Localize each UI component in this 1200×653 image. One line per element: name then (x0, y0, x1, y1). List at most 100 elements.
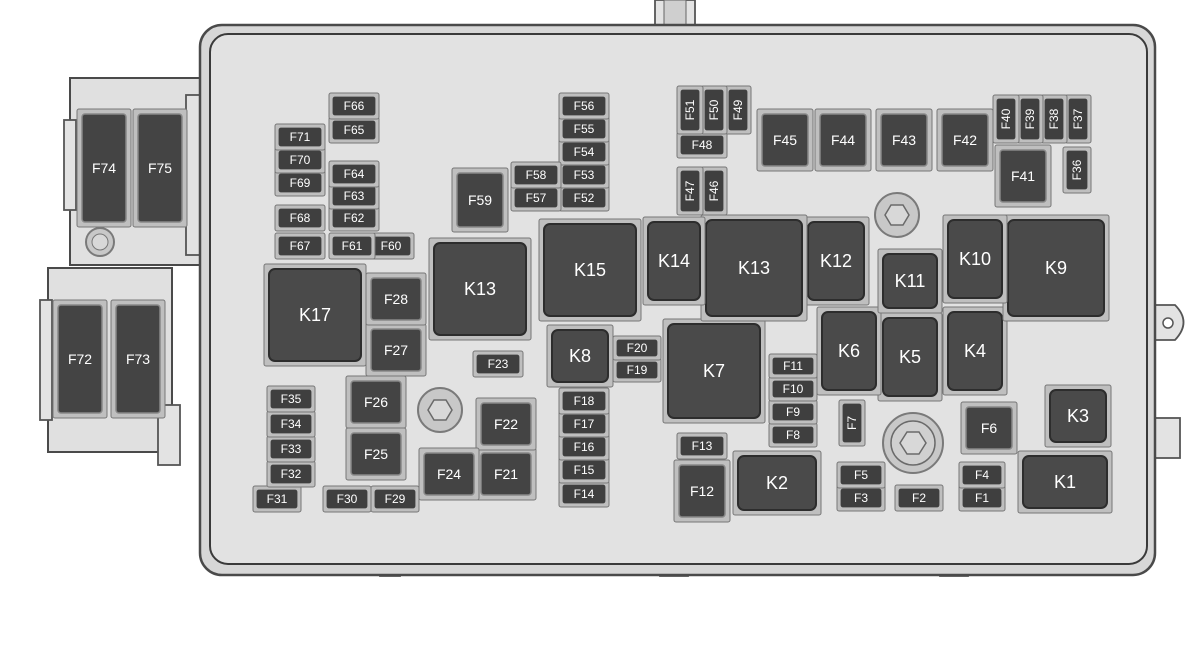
component-label: K4 (964, 341, 986, 361)
relay-k13: K13 (700, 214, 808, 322)
component-body (561, 95, 607, 117)
fuse-f62: F62 (328, 204, 380, 232)
relay-k15: K15 (538, 218, 642, 322)
fuse-f57: F57 (510, 184, 562, 212)
component-label: F58 (526, 168, 547, 182)
relay-k7: K7 (662, 318, 766, 424)
fuse-f34: F34 (266, 410, 316, 438)
component-body (647, 221, 701, 301)
component-label: F62 (344, 211, 365, 225)
component-body (325, 488, 369, 510)
fuse-f1: F1 (958, 484, 1006, 512)
component-label: K13 (738, 258, 770, 278)
fuse-f56: F56 (558, 92, 610, 120)
fuse-f39: F39 (1016, 94, 1044, 144)
mounting-bolt-wing (85, 227, 115, 257)
component-label: K2 (766, 473, 788, 493)
fuse-f45: F45 (756, 108, 814, 172)
fuse-f30: F30 (322, 485, 372, 513)
component-body (737, 455, 817, 511)
component-label: K10 (959, 249, 991, 269)
component-body (255, 488, 299, 510)
relay-k13: K13 (428, 237, 532, 341)
component-label: F42 (953, 132, 977, 148)
component-body (1022, 455, 1108, 509)
component-body (480, 452, 532, 496)
component-body (771, 425, 815, 445)
component-body (821, 311, 877, 391)
component-body (1065, 149, 1089, 191)
component-label: F31 (267, 492, 288, 506)
fuse-f12: F12 (673, 459, 731, 523)
component-body (277, 126, 323, 148)
component-body (819, 113, 867, 167)
fuse-f37: F37 (1064, 94, 1092, 144)
component-body (561, 390, 607, 412)
fuse-f53: F53 (558, 161, 610, 189)
component-label: F4 (975, 468, 989, 482)
fuse-f61: F61 (328, 232, 376, 260)
fuse-f59: F59 (451, 167, 509, 233)
component-label: F35 (281, 392, 302, 406)
relay-k14: K14 (642, 216, 706, 306)
component-label: F40 (999, 108, 1013, 129)
component-label: F1 (975, 491, 989, 505)
component-body (995, 97, 1017, 141)
component-body (841, 402, 863, 444)
component-label: F5 (854, 468, 868, 482)
fuse-f44: F44 (814, 108, 872, 172)
component-body (615, 338, 659, 358)
component-body (679, 169, 701, 213)
component-body (880, 113, 928, 167)
component-body (1067, 97, 1089, 141)
fuse-f66: F66 (328, 92, 380, 120)
component-body (679, 88, 701, 132)
component-label: F11 (783, 359, 803, 373)
component-label: F10 (783, 382, 804, 396)
component-body (679, 435, 725, 457)
component-label: F50 (707, 99, 721, 120)
fuse-f67: F67 (274, 232, 326, 260)
component-label: F56 (574, 99, 595, 113)
component-body (807, 221, 865, 301)
component-label: F37 (1071, 108, 1085, 129)
fuse-f36: F36 (1062, 146, 1092, 194)
component-body (761, 113, 809, 167)
fuse-f22: F22 (475, 397, 537, 451)
component-body (456, 172, 504, 228)
component-body (331, 95, 377, 117)
component-label: F70 (290, 153, 311, 167)
fuse-f63: F63 (328, 182, 380, 210)
component-body (269, 438, 313, 460)
component-body (57, 304, 103, 414)
component-body (771, 402, 815, 422)
fuse-f64: F64 (328, 160, 380, 188)
component-label: K14 (658, 251, 690, 271)
fuse-f9: F9 (768, 399, 818, 425)
component-body (703, 169, 725, 213)
component-label: F30 (337, 492, 358, 506)
component-body (350, 432, 402, 476)
fuse-f28: F28 (365, 272, 427, 326)
component-label: F15 (574, 463, 595, 477)
fuse-f4: F4 (958, 461, 1006, 489)
relay-k12: K12 (802, 216, 870, 306)
fuse-f48: F48 (676, 131, 728, 159)
component-body (373, 488, 417, 510)
component-label: F29 (385, 492, 406, 506)
component-label: F64 (344, 167, 365, 181)
component-label: F54 (574, 145, 595, 159)
component-label: F47 (683, 180, 697, 201)
relay-k17: K17 (263, 263, 367, 367)
component-label: F12 (690, 483, 714, 499)
fuse-f58: F58 (510, 161, 562, 189)
component-body (667, 323, 761, 419)
component-label: F9 (786, 405, 800, 419)
component-label: F38 (1047, 108, 1061, 129)
relay-k5: K5 (877, 312, 943, 402)
component-label: F13 (692, 439, 713, 453)
component-body (115, 304, 161, 414)
component-label: F57 (526, 191, 547, 205)
component-label: F36 (1070, 159, 1084, 180)
